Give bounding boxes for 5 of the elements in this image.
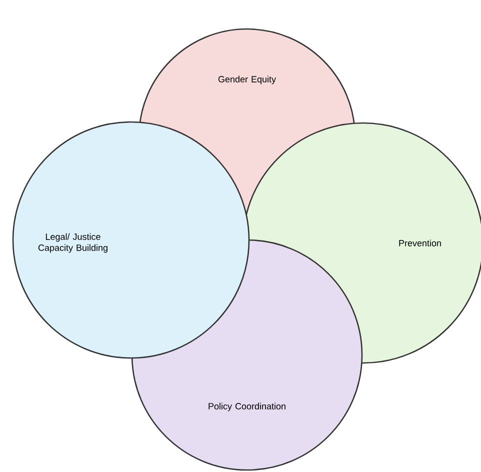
bubble — [12, 121, 250, 359]
bubble-label: Prevention — [399, 240, 441, 246]
bubble-label: Gender Equity — [218, 76, 276, 84]
bubble-label: Legal/ Justice Capacity Building — [38, 233, 108, 253]
bubble-label: Policy Coordination — [208, 402, 286, 412]
